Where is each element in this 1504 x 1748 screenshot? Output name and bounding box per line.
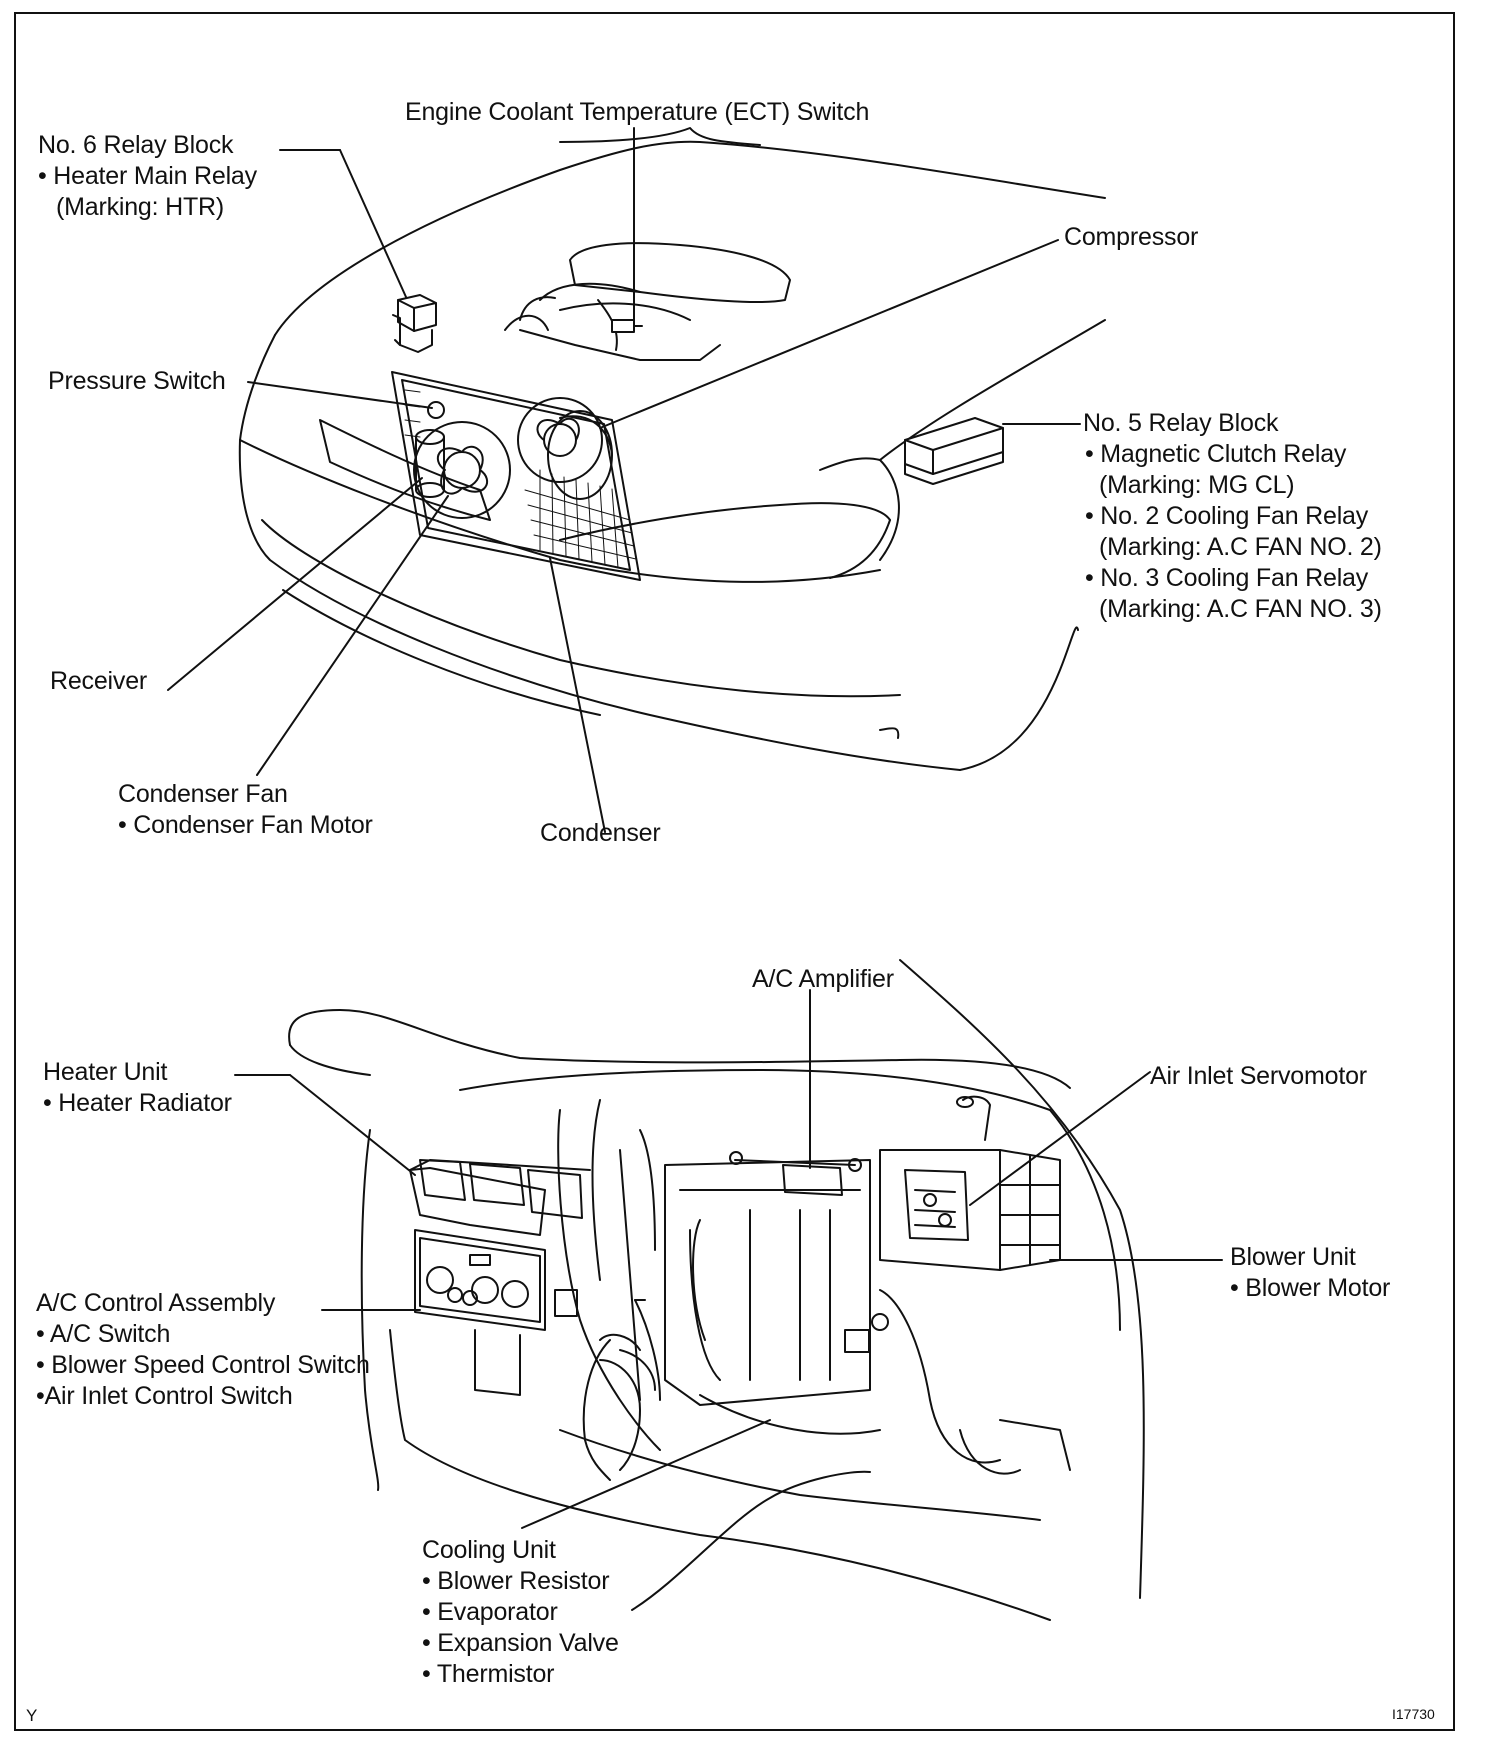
no5-relay-block-marking-2: (Marking: A.C FAN NO. 2) (1099, 533, 1382, 561)
heater-unit-graphic (409, 1159, 591, 1236)
air-inlet-servomotor-label: Air Inlet Servomotor (1150, 1061, 1367, 1092)
wiring-harness-graphic (582, 1333, 656, 1481)
car-body-front (238, 140, 1106, 771)
ac-control-panel-graphic (414, 1229, 578, 1396)
cooling-unit-title: Cooling Unit (422, 1536, 556, 1564)
pressure-switch-label: Pressure Switch (48, 366, 226, 397)
cooling-unit-item-1: • Blower Resistor (422, 1567, 610, 1595)
ect-switch-sensor (611, 319, 643, 333)
blower-unit-label: Blower Unit • Blower Motor (1230, 1242, 1390, 1304)
instrument-panel (288, 959, 1145, 1621)
condenser-fan-item: • Condenser Fan Motor (118, 811, 373, 839)
ac-amplifier-label: A/C Amplifier (752, 964, 894, 995)
no6-relay-block-item: • Heater Main Relay (38, 162, 257, 190)
blower-unit-title: Blower Unit (1230, 1243, 1356, 1271)
ac-control-assembly-title: A/C Control Assembly (36, 1289, 276, 1317)
no5-relay-block-item-3: • No. 3 Cooling Fan Relay (1085, 564, 1369, 592)
blower-unit-item: • Blower Motor (1230, 1274, 1391, 1302)
air-inlet-servomotor-text: Air Inlet Servomotor (1150, 1062, 1367, 1090)
leader-lines-top (167, 127, 1081, 833)
leader-lines-bottom (234, 989, 1223, 1611)
cooling-unit-item-3: • Expansion Valve (422, 1629, 619, 1657)
no6-relay-block-graphic (392, 294, 437, 353)
cooling-unit-item-4: • Thermistor (422, 1660, 555, 1688)
compressor-text: Compressor (1064, 223, 1199, 251)
no6-relay-block-title: No. 6 Relay Block (38, 131, 234, 159)
no5-relay-block-marking-3: (Marking: A.C FAN NO. 3) (1099, 595, 1382, 623)
ect-switch-text: Engine Coolant Temperature (ECT) Switch (405, 98, 870, 126)
no5-relay-block-item-2: • No. 2 Cooling Fan Relay (1085, 502, 1369, 530)
ac-amplifier-text: A/C Amplifier (752, 965, 894, 993)
corner-mark-left: Y (26, 1706, 38, 1725)
figure-id: I17730 (1392, 1706, 1435, 1722)
heater-unit-title: Heater Unit (43, 1058, 168, 1086)
compressor-label: Compressor (1064, 222, 1198, 253)
engine-block (504, 242, 791, 361)
ac-control-assembly-item-1: • A/C Switch (36, 1320, 171, 1348)
condenser-label: Condenser (540, 818, 661, 849)
no5-relay-block-label: No. 5 Relay Block • Magnetic Clutch Rela… (1083, 408, 1382, 625)
ac-control-assembly-label: A/C Control Assembly • A/C Switch • Blow… (36, 1288, 370, 1412)
condenser-fan-title: Condenser Fan (118, 780, 288, 808)
no5-relay-block-title: No. 5 Relay Block (1083, 409, 1279, 437)
condenser-fan-label: Condenser Fan • Condenser Fan Motor (118, 779, 373, 841)
blower-unit-graphic (844, 1095, 1071, 1475)
no5-relay-block-graphic (904, 417, 1004, 485)
heater-unit-label: Heater Unit • Heater Radiator (43, 1057, 232, 1119)
pressure-switch-text: Pressure Switch (48, 367, 226, 395)
receiver-label: Receiver (50, 666, 147, 697)
condenser-text: Condenser (540, 819, 661, 847)
ac-control-assembly-item-3: •Air Inlet Control Switch (36, 1382, 293, 1410)
cooling-unit-item-2: • Evaporator (422, 1598, 558, 1626)
no5-relay-block-marking-1: (Marking: MG CL) (1099, 471, 1295, 499)
cooling-unit-label: Cooling Unit • Blower Resistor • Evapora… (422, 1535, 619, 1690)
ac-control-assembly-item-2: • Blower Speed Control Switch (36, 1351, 370, 1379)
no6-relay-block-marking: (Marking: HTR) (56, 193, 225, 221)
diagram-frame (14, 12, 1455, 1731)
ac-amplifier-graphic (729, 1151, 862, 1196)
heater-unit-item: • Heater Radiator (43, 1089, 232, 1117)
no6-relay-block-label: No. 6 Relay Block • Heater Main Relay (M… (38, 130, 257, 223)
no5-relay-block-item-1: • Magnetic Clutch Relay (1085, 440, 1347, 468)
condenser-assembly (391, 371, 641, 581)
receiver-text: Receiver (50, 667, 148, 695)
ect-switch-label: Engine Coolant Temperature (ECT) Switch (405, 97, 869, 128)
